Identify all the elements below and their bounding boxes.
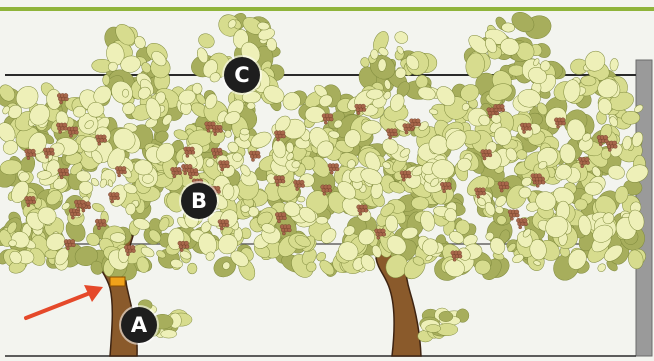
marker-c-label: C [234, 63, 249, 87]
leaf [247, 102, 256, 109]
leaf [581, 75, 597, 86]
leaf [9, 240, 17, 247]
leaf [361, 120, 381, 134]
leaf [370, 49, 378, 59]
shoot-leaf [161, 330, 177, 338]
marker-a-label: A [131, 313, 147, 337]
leaf [122, 89, 129, 98]
leaf [240, 128, 249, 135]
shoot-leaf [439, 311, 453, 321]
marker-a: A [121, 307, 157, 343]
leaf [80, 136, 99, 152]
leaf [316, 216, 328, 224]
leaf [187, 263, 197, 274]
marker-c: C [224, 57, 260, 93]
leaf [297, 196, 305, 202]
top-band [0, 7, 654, 11]
marker-b: B [181, 183, 217, 219]
marker-b-label: B [191, 189, 207, 213]
graft-point-icon [110, 277, 125, 286]
leaf [142, 174, 153, 183]
shoot-leaf [426, 325, 441, 333]
leaf [241, 205, 250, 213]
leaf [103, 75, 110, 86]
leaf [110, 232, 126, 242]
